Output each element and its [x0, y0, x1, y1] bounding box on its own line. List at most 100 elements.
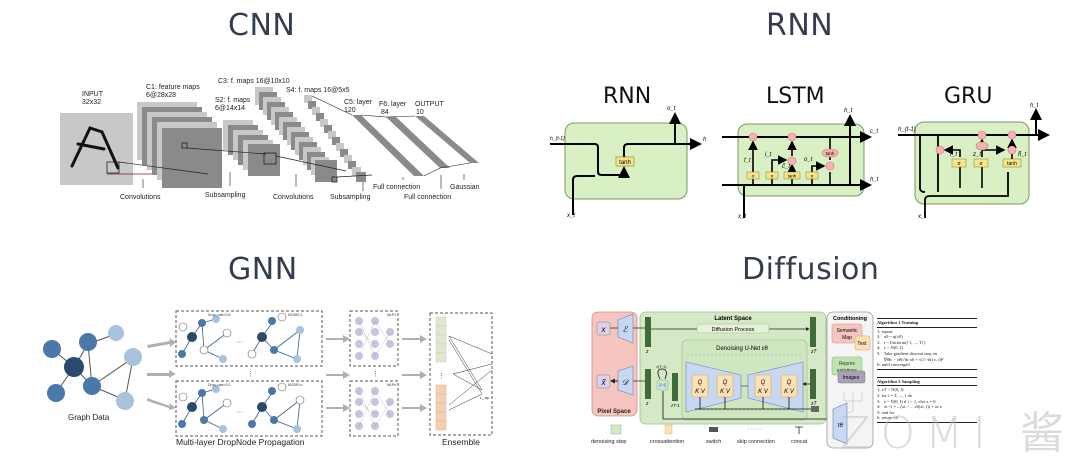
gnn-model-label-2: MODELn [288, 383, 302, 387]
legend-concat: concat [791, 439, 808, 445]
switch-icon [811, 406, 819, 412]
gnn-ensemble-label: Ensemble [442, 437, 480, 447]
svg-text:⋮: ⋮ [438, 373, 445, 380]
algorithm-1-title: Algorithm 1 Training [877, 318, 977, 328]
gru-z-label: z_t [972, 152, 981, 158]
lstm-variant-title: LSTM [766, 84, 825, 109]
cond-semantic-map [831, 323, 863, 344]
algorithm-line: 1: xT ~ N(0, I) [877, 387, 904, 393]
rnn-cell-diagram: tanh h_{t-1} x_t o_t h [550, 106, 707, 219]
rnn-variant-title: RNN [603, 84, 652, 109]
gnn-propagation-label: Multi-layer DropNode Propagation [176, 437, 305, 447]
algorithm-line: 6: until converged [877, 362, 910, 368]
pixel-x-label: x [601, 325, 607, 334]
cond-images [837, 370, 866, 384]
svg-text:⋮: ⋮ [372, 371, 379, 378]
svg-text:σ: σ [752, 174, 755, 179]
legend-skip-connection: skip connection [737, 439, 775, 445]
svg-text:tanh: tanh [788, 174, 797, 179]
legend-denoising-step-icon [610, 424, 622, 435]
lstm-c-tilde-label: c̃_t [782, 164, 790, 170]
svg-text:zT: zT [810, 349, 818, 355]
diffusion-process-label: Diffusion Process [712, 327, 755, 333]
cnn-op-full-connection-2: Full connection [404, 194, 451, 201]
gru-h-tilde-label: h̃_t [1018, 152, 1027, 158]
tau-label: τθ [837, 423, 843, 429]
gnn-loss-label: L_ap [480, 395, 490, 400]
rnn-hprev-label: h_{t-1} [550, 136, 565, 142]
cnn-s2-stack [223, 120, 280, 176]
algorithm-line: 3: z ~ N(0, I) if t > 1, else z = 0 [877, 398, 936, 404]
svg-text:σ: σ [979, 161, 983, 167]
cnn-input-letter [70, 126, 120, 170]
crossattention-blocks [691, 374, 798, 398]
svg-text:K V: K V [695, 389, 706, 395]
svg-text:Q: Q [787, 380, 792, 386]
svg-text:Q: Q [723, 380, 728, 386]
encoder-shape [617, 313, 634, 344]
cnn-s2-label: S2: f. maps [215, 97, 251, 104]
legend-switch-icon [709, 427, 718, 432]
gnn-title: GNN [228, 252, 298, 287]
algorithm-line: 4: xt−1 = ...(xt − ... εθ(xt, t)) + σt z [877, 404, 942, 410]
svg-text:tanh: tanh [1007, 161, 1017, 167]
svg-text:z: z [645, 349, 649, 355]
svg-text:z: z [645, 401, 649, 407]
cnn-title: CNN [228, 8, 296, 43]
lstm-f-label: f_t [744, 158, 751, 164]
lstm-h-out-label: h_t [870, 177, 879, 183]
cnn-c5-label: C5: layer [344, 99, 373, 106]
lstm-tanh-op [821, 148, 839, 158]
cnn-c1-size: 6@28x28 [146, 92, 176, 99]
algorithm-line: 3: t ~ Uniform({1, ..., T}) [877, 339, 926, 345]
gnn-mlp-label-1: MLP1 [387, 313, 396, 317]
legend-crossattention-icon [664, 424, 673, 435]
gru-cell-box [914, 121, 1030, 205]
lstm-output-multiply [825, 161, 835, 171]
gru-update-gate [973, 158, 989, 168]
lstm-c-out-label: c_t [870, 129, 878, 135]
lstm-i-label: i_t [765, 152, 772, 158]
lstm-cell-diagram: σ σ tanh σ tanh f_t i_t c̃_t o_t c_t h_t… [722, 108, 879, 220]
pixel-xtilde-label: x̃ [601, 378, 607, 387]
svg-text:σ: σ [957, 161, 961, 167]
decoder-label: 𝒟 [622, 378, 630, 387]
gnn-ensemble-orange-vector [435, 384, 447, 431]
svg-text:zT-1: zT-1 [670, 403, 680, 408]
svg-text:Q: Q [761, 380, 766, 386]
cnn-output-layer [415, 116, 479, 163]
gnn-drop-rate-2: Drop_rate=0.2 [208, 383, 231, 387]
svg-text:K V: K V [784, 389, 795, 395]
lstm-candidate-gate [783, 171, 801, 180]
cnn-op-subsampling-1: Subsampling [205, 192, 246, 199]
cnn-op-gaussian: Gaussian [450, 184, 480, 191]
gnn-mlp-box-2 [349, 380, 399, 437]
svg-text:Semantic: Semantic [837, 328, 858, 334]
cnn-f6-layer [386, 117, 450, 168]
lstm-x-label: x_t [737, 214, 746, 220]
gnn-mlp-box-1 [349, 310, 399, 367]
cond-text [854, 335, 871, 351]
cnn-f6-label: F6: layer [379, 101, 407, 108]
diffusion-legend: denoising step crossattention switch ski… [591, 424, 808, 445]
gru-add [1007, 130, 1017, 140]
cnn-op-convolutions-2: Convolutions [273, 194, 314, 201]
lstm-forget-gate [746, 171, 760, 180]
algorithm-line: 6: return x0 [877, 415, 898, 421]
rnn-x-label: x_t [566, 213, 575, 219]
cnn-input-size: 32x32 [82, 99, 101, 106]
unet-label: Denoising U-Net εθ [716, 346, 768, 352]
legend-crossattention: crossattention [650, 439, 684, 445]
gru-hprev-label: h_{t-1} [898, 127, 916, 133]
gnn-graph-label: Graph Data [68, 413, 110, 422]
decoder-shape [617, 365, 634, 396]
cnn-f6-size: 84 [381, 109, 389, 116]
svg-text:σ: σ [811, 174, 814, 179]
gnn-diagram: Graph Data ··· [43, 310, 493, 447]
svg-text:K V: K V [758, 389, 769, 395]
lstm-h-up-label: h_t [844, 108, 853, 114]
algorithm-line: 5: end for [877, 409, 895, 415]
conditioning-label: Conditioning [833, 316, 867, 322]
rnn-tanh-gate [615, 156, 635, 167]
